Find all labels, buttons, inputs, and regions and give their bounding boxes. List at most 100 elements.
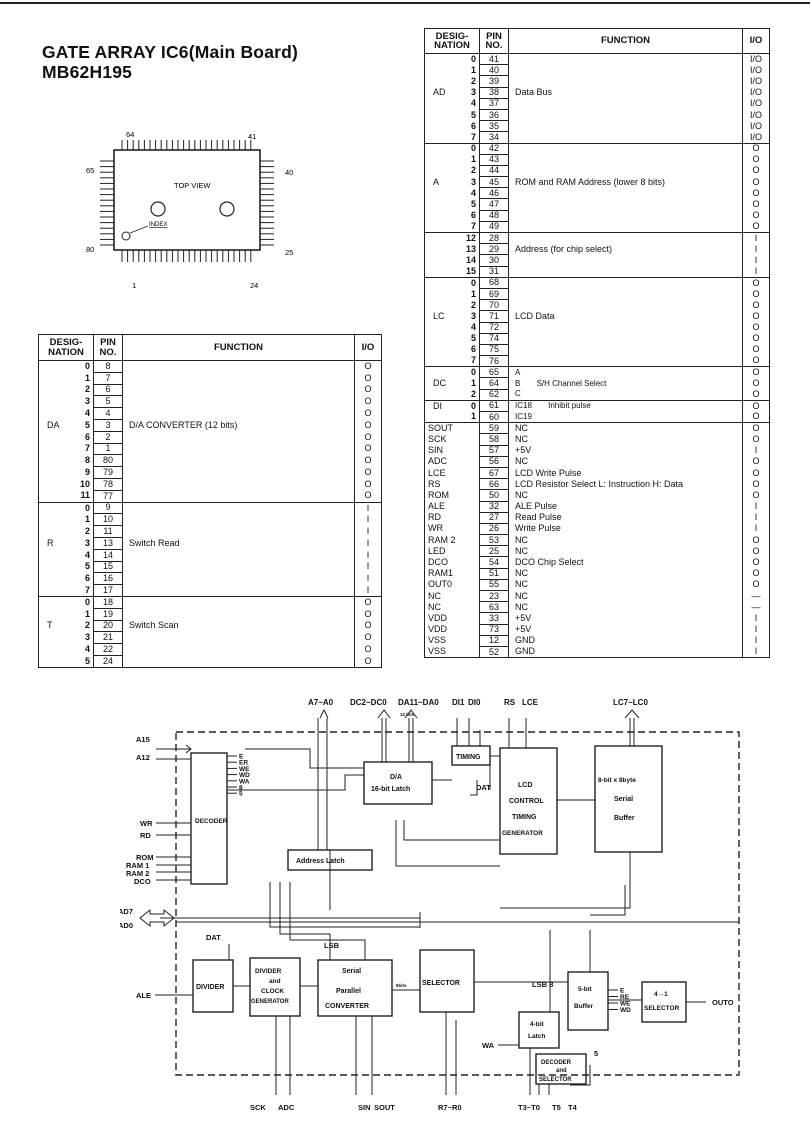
function-cell — [122, 513, 355, 526]
pin-number: 28 — [479, 231, 509, 245]
pin-number: 61 — [479, 399, 509, 413]
pin-number: 75 — [479, 343, 509, 357]
designation-cell: ALE — [424, 501, 480, 513]
io-cell: O — [354, 384, 382, 396]
designation-cell: 9 — [38, 466, 94, 479]
group-name — [425, 222, 433, 231]
bit-index: 3 — [470, 310, 476, 321]
selector-label: SELECTOR — [422, 980, 460, 987]
io-cell: O — [354, 595, 382, 609]
function-cell — [508, 322, 743, 334]
pin-number: 19 — [93, 607, 123, 621]
group-name: DI — [433, 400, 442, 411]
designation-cell: SIN — [424, 445, 480, 457]
group-name — [39, 374, 47, 383]
input-ram1: RAM 1 — [126, 861, 149, 870]
pin-number: 52 — [479, 645, 509, 659]
group-name — [39, 491, 47, 500]
io-cell: O — [742, 579, 770, 591]
designation-cell: 7 — [424, 221, 480, 233]
col-designation: DESIG-NATION — [424, 28, 480, 54]
function-cell — [122, 584, 355, 597]
bit-index: 2 — [84, 384, 90, 395]
group-name — [425, 234, 433, 243]
input-ram2: RAM 2 — [126, 869, 149, 878]
function-cell — [508, 276, 743, 289]
bit-index: 7 — [84, 443, 90, 454]
spc-label-2: Parallel — [336, 988, 361, 995]
pin-number: 56 — [479, 455, 509, 468]
bit-index: 2 — [470, 165, 476, 176]
function-cell: NC — [508, 590, 743, 602]
pin-number: 2 — [93, 430, 123, 444]
designation-cell: 7 — [424, 131, 480, 143]
designation-cell: 8 — [38, 454, 94, 467]
function-cell: ROM and RAM Address (lower 8 bits) — [508, 176, 743, 188]
group-name — [425, 412, 433, 421]
function-cell — [122, 525, 355, 538]
io-cell: O — [354, 407, 382, 420]
pin-number: 73 — [479, 623, 509, 636]
group-name — [39, 468, 47, 477]
io-cell: O — [742, 411, 770, 423]
io-cell: O — [742, 377, 770, 390]
pin-number: 3 — [93, 418, 123, 432]
output-sout: SOUT — [374, 1103, 395, 1112]
bit-index: 14 — [465, 254, 476, 265]
bit-index: 4 — [84, 408, 90, 419]
io-cell: O — [742, 545, 770, 557]
group-name — [425, 334, 433, 343]
function-cell — [122, 443, 355, 455]
io-cell: I/O — [742, 98, 770, 110]
pin-number: 65 — [479, 366, 509, 379]
function-cell — [508, 52, 743, 65]
io-cell: I — [742, 646, 770, 658]
group-name — [39, 397, 47, 406]
pin-number: 40 — [479, 64, 509, 77]
io-cell: O — [742, 333, 770, 345]
group-name — [425, 144, 433, 153]
group-name — [39, 515, 47, 524]
bit-index: 3 — [84, 537, 90, 548]
bit-index: 2 — [84, 526, 90, 537]
group-name — [425, 290, 433, 299]
pin-number: 33 — [479, 612, 509, 625]
designation-cell: LED — [424, 545, 480, 557]
bit-index: 5 — [470, 199, 476, 210]
pin-number: 7 — [93, 371, 123, 385]
label-dat: DAT — [206, 933, 221, 942]
group-name — [39, 385, 47, 394]
pin-number: 49 — [479, 220, 509, 234]
designation-cell: 4 — [424, 187, 480, 199]
label-n5: 5 — [594, 1049, 598, 1058]
lcd-label-4: GENERATOR — [502, 830, 543, 837]
designation-cell: 6 — [424, 344, 480, 356]
bit-index: 1 — [84, 608, 90, 619]
bit-index: 1 — [470, 64, 476, 75]
pin-label-24: 24 — [250, 281, 258, 290]
pin-label-1: 1 — [132, 281, 136, 290]
pin-number: 42 — [479, 142, 509, 155]
function-cell: NC — [508, 545, 743, 557]
designation-cell: 0 — [38, 595, 94, 609]
bit-index: 9 — [84, 467, 90, 478]
